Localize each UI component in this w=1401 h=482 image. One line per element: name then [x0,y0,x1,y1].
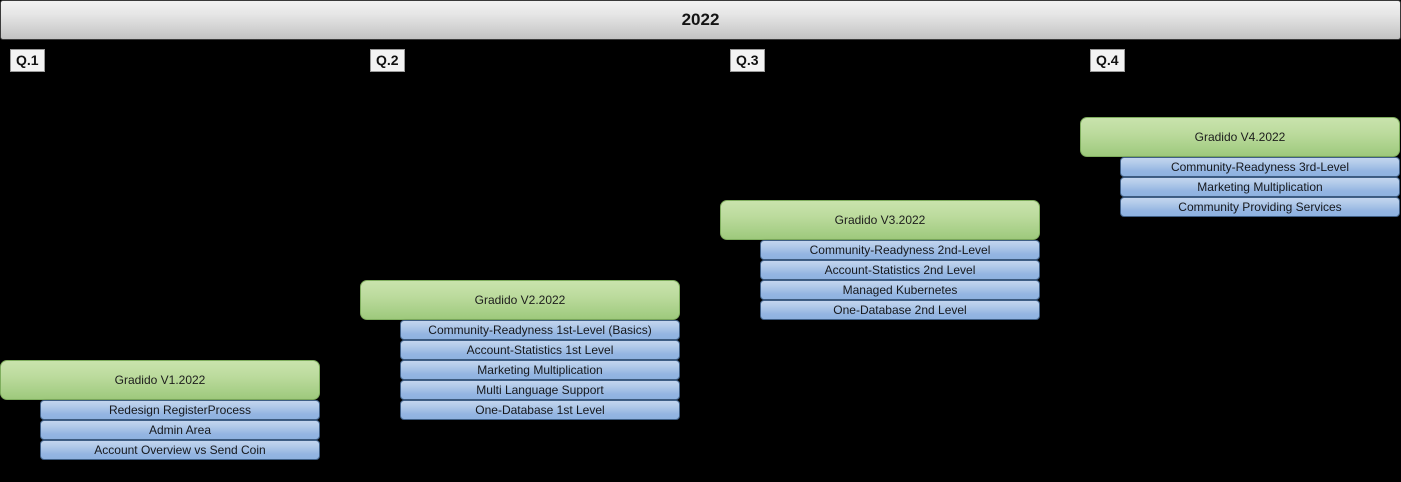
task-label: Marketing Multiplication [477,363,603,377]
task-row[interactable]: Community Providing Services [1120,197,1400,217]
task-row[interactable]: Managed Kubernetes [760,280,1040,300]
task-label: Account Overview vs Send Coin [94,443,266,457]
milestone-header-v2[interactable]: Gradido V2.2022 [360,280,680,320]
milestone-header-v3[interactable]: Gradido V3.2022 [720,200,1040,240]
task-row[interactable]: Admin Area [40,420,320,440]
task-row[interactable]: Account-Statistics 1st Level [400,340,680,360]
task-row[interactable]: Account Overview vs Send Coin [40,440,320,460]
milestone-header-v4[interactable]: Gradido V4.2022 [1080,117,1400,157]
task-row[interactable]: Community-Readyness 3rd-Level [1120,157,1400,177]
task-label: One-Database 2nd Level [833,303,967,317]
task-label: Multi Language Support [476,383,604,397]
task-row[interactable]: One-Database 2nd Level [760,300,1040,320]
milestone-title: Gradido V2.2022 [474,293,566,307]
task-label: One-Database 1st Level [475,403,605,417]
task-label: Redesign RegisterProcess [108,403,252,417]
task-label: Account-Statistics 2nd Level [824,263,976,277]
quarter-label-2: Q.2 [370,49,405,72]
milestone-header-v1[interactable]: Gradido V1.2022 [0,360,320,400]
task-label: Community-Readyness 3rd-Level [1170,160,1350,174]
year-header-bar: 2022 [0,0,1401,40]
task-label: Account-Statistics 1st Level [466,343,614,357]
quarter-label-3: Q.3 [730,49,765,72]
milestone-title: Gradido V4.2022 [1194,130,1286,144]
quarter-label-4: Q.4 [1090,49,1125,72]
task-row[interactable]: Multi Language Support [400,380,680,400]
task-list-v2: Community-Readyness 1st-Level (Basics) Ac… [400,320,680,420]
task-label: Managed Kubernetes [842,283,958,297]
task-label: Admin Area [148,423,212,437]
task-label: Community-Readyness 1st-Level (Basics) [428,323,652,337]
quarter-label-1: Q.1 [10,49,45,72]
task-row[interactable]: Community-Readyness 1st-Level (Basics) [400,320,680,340]
task-row[interactable]: Account-Statistics 2nd Level [760,260,1040,280]
task-label: Marketing Multiplication [1197,180,1323,194]
task-row[interactable]: Community-Readyness 2nd-Level [760,240,1040,260]
task-label: Community Providing Services [1178,200,1342,214]
year-label: 2022 [681,10,720,29]
task-row[interactable]: Redesign RegisterProcess [40,400,320,420]
task-row[interactable]: One-Database 1st Level [400,400,680,420]
milestone-title: Gradido V1.2022 [114,373,206,387]
milestone-title: Gradido V3.2022 [834,213,926,227]
task-label: Community-Readyness 2nd-Level [809,243,991,257]
task-row[interactable]: Marketing Multiplication [400,360,680,380]
task-row[interactable]: Marketing Multiplication [1120,177,1400,197]
